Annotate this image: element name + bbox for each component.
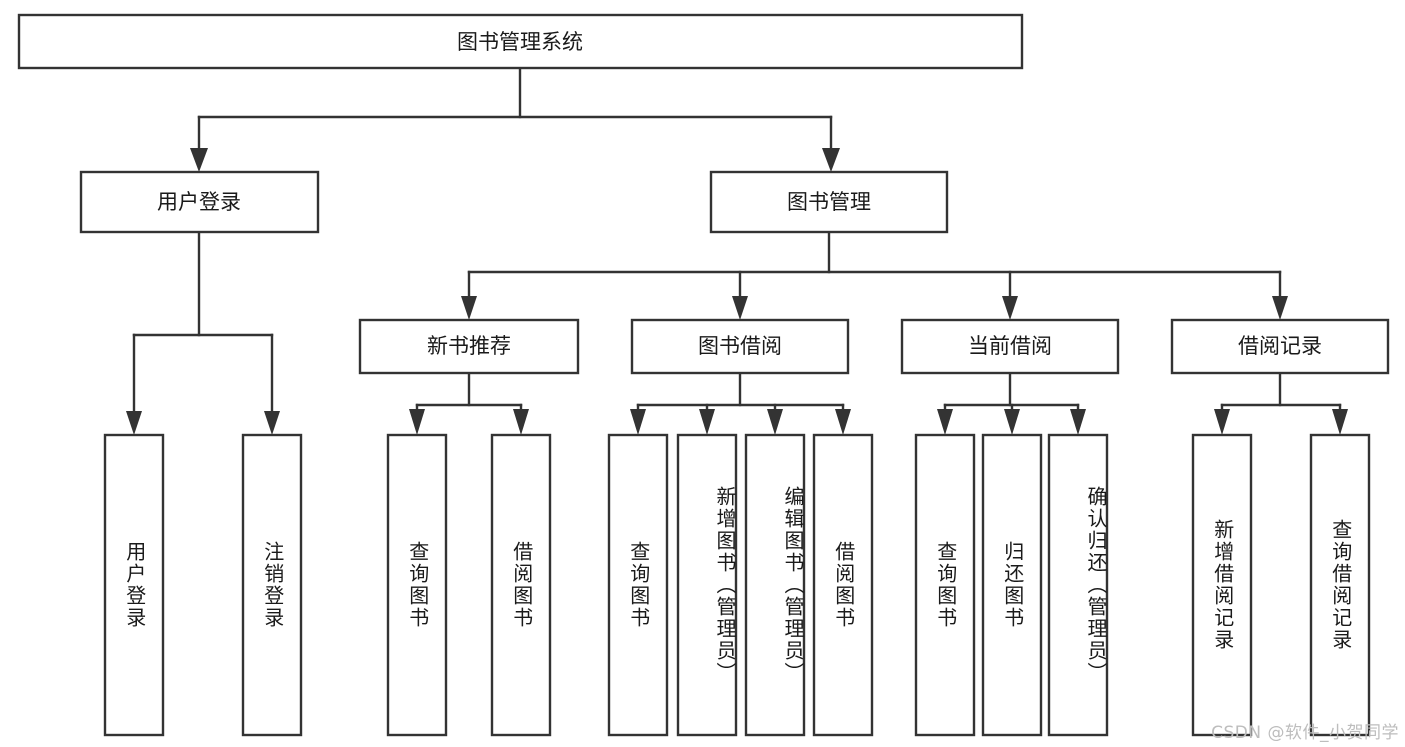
node-new-book-recommend[interactable]: 新书推荐 [358, 318, 580, 375]
node-book-management-label: 图书管理 [787, 190, 871, 214]
node-book-borrow-label: 图书借阅 [698, 334, 782, 358]
leaf-box-current-borrow-1[interactable] [914, 433, 976, 737]
arrowhead-bookborrow [732, 296, 748, 320]
arrowhead-currentborrow-leaf-3 [1070, 409, 1086, 435]
node-new-book-recommend-box[interactable] [358, 318, 580, 375]
node-user-login[interactable]: 用户登录 [79, 170, 320, 234]
connector-group-book-borrow [630, 371, 851, 435]
leaf-box-book-borrow-1[interactable] [607, 433, 669, 737]
node-book-management-box[interactable] [709, 170, 949, 234]
connector-group-current-borrow [937, 371, 1086, 435]
arrowhead-login-leaf-2 [264, 411, 280, 435]
arrowhead-borrowrecord-leaf-1 [1214, 409, 1230, 435]
leaf-box-new-book-2[interactable] [490, 433, 552, 737]
leaf-box-current-borrow-3[interactable] [1047, 433, 1109, 737]
connector-group-book-management [461, 230, 1288, 320]
connector-group-root [190, 66, 840, 172]
node-current-borrow-label: 当前借阅 [968, 334, 1052, 358]
leaf-box-borrow-record-1[interactable] [1191, 433, 1253, 737]
leaf-box-current-borrow-2[interactable] [981, 433, 1043, 737]
node-root[interactable]: 图书管理系统 [17, 13, 1024, 70]
node-book-management[interactable]: 图书管理 [709, 170, 949, 234]
arrowhead-bookborrow-leaf-4 [835, 409, 851, 435]
node-book-borrow-box[interactable] [630, 318, 850, 375]
leaf-box-user-login-1[interactable] [103, 433, 165, 737]
node-current-borrow[interactable]: 当前借阅 [900, 318, 1120, 375]
node-book-borrow[interactable]: 图书借阅 [630, 318, 850, 375]
node-borrow-record[interactable]: 借阅记录 [1170, 318, 1390, 375]
node-borrow-record-label: 借阅记录 [1238, 334, 1322, 358]
arrowhead-login-leaf-1 [126, 411, 142, 435]
node-user-login-box[interactable] [79, 170, 320, 234]
leaf-box-book-borrow-4[interactable] [812, 433, 874, 737]
arrowhead-bookborrow-leaf-2 [699, 409, 715, 435]
arrowhead-newbook-leaf-1 [409, 409, 425, 435]
leaf-box-user-login-2[interactable] [241, 433, 303, 737]
leaf-box-book-borrow-2[interactable] [676, 433, 738, 737]
arrowhead-borrowrecord-leaf-2 [1332, 409, 1348, 435]
node-new-book-recommend-label: 新书推荐 [427, 334, 511, 358]
node-borrow-record-box[interactable] [1170, 318, 1390, 375]
arrowhead-currentborrow-leaf-1 [937, 409, 953, 435]
arrowhead-currentborrow-leaf-2 [1004, 409, 1020, 435]
arrowhead-newbook-leaf-2 [513, 409, 529, 435]
arrowhead-bookborrow-leaf-3 [767, 409, 783, 435]
node-root-label: 图书管理系统 [457, 30, 583, 54]
connector-group-new-book [409, 371, 529, 435]
arrowhead-borrowrecord [1272, 296, 1288, 320]
connector-group-user-login [126, 230, 280, 435]
arrowhead-newbook [461, 296, 477, 320]
connector-group-borrow-record [1214, 371, 1348, 435]
leaf-box-new-book-1[interactable] [386, 433, 448, 737]
arrowhead-to-bookmgmt [822, 148, 840, 172]
node-user-login-label: 用户登录 [157, 190, 241, 214]
arrowhead-to-login [190, 148, 208, 172]
arrowhead-bookborrow-leaf-1 [630, 409, 646, 435]
node-current-borrow-box[interactable] [900, 318, 1120, 375]
leaf-box-book-borrow-3[interactable] [744, 433, 806, 737]
watermark-text: CSDN @软件_小贺同学 [1211, 723, 1399, 743]
leaf-box-borrow-record-2[interactable] [1309, 433, 1371, 737]
node-root-box[interactable] [17, 13, 1024, 70]
arrowhead-currentborrow [1002, 296, 1018, 320]
